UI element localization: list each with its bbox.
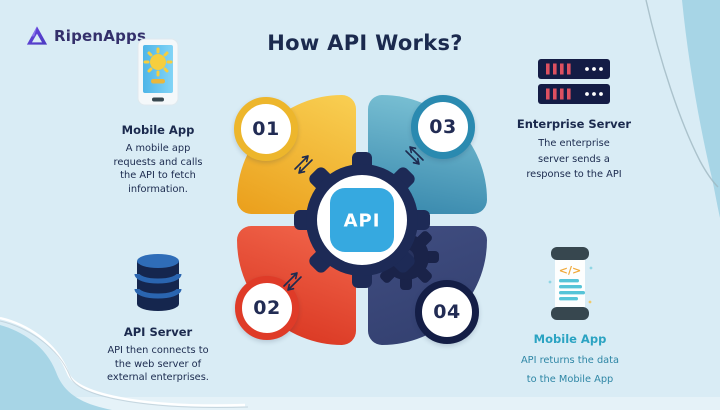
step-number-badge-01: 01	[234, 97, 298, 161]
step-title: Enterprise Server	[516, 117, 632, 131]
step-title: API Server	[123, 325, 193, 339]
wave-outline-top-right	[645, 0, 719, 188]
page-title: How API Works?	[267, 31, 463, 55]
step-description: A mobile app requests and calls the API …	[113, 143, 203, 195]
api-center-label: API	[344, 211, 381, 232]
step-description: The enterprise server sends a response t…	[526, 138, 622, 181]
wave-top-right	[682, 0, 720, 218]
step-number-badge-04: 04	[415, 280, 479, 344]
svg-text:</>: </>	[559, 264, 581, 277]
server-rack-icon	[538, 59, 610, 104]
bottom-strip	[0, 397, 720, 410]
step-number-badge-03: 03	[411, 95, 475, 159]
step-number: 04	[433, 301, 461, 323]
step-number: 03	[429, 116, 457, 138]
exchange-arrows-icon	[294, 155, 313, 174]
step-mobile-app-return-block: </> Mobile App API returns the data to t…	[505, 246, 635, 389]
step-number: 02	[253, 297, 281, 319]
exchange-arrows-icon	[405, 146, 424, 165]
wave-bottom-left	[0, 325, 112, 410]
step-title: Mobile App	[533, 332, 607, 346]
step-description: API then connects to the web server of e…	[107, 345, 209, 384]
step-number: 01	[252, 118, 280, 140]
database-icon	[134, 254, 182, 311]
brand-name: RipenApps	[54, 26, 147, 45]
exchange-arrows-icon	[283, 272, 302, 291]
smartphone-data-icon: </>	[548, 247, 593, 320]
wave-outline2-bottom-left	[0, 320, 249, 408]
smartphone-sun-icon	[137, 38, 179, 106]
step-title: Mobile App	[121, 123, 195, 137]
api-gear: API	[294, 152, 430, 288]
step-api-server-block: API Server API then connects to the web …	[94, 252, 222, 385]
step-description: API returns the data to the Mobile App	[520, 355, 620, 386]
step-enterprise-server-block: Enterprise Server The enterprise server …	[508, 58, 640, 183]
brand-logo: RipenApps	[26, 25, 146, 46]
step-mobile-app-block: Mobile App A mobile app requests and cal…	[94, 36, 222, 196]
ripenapps-logo-icon	[26, 26, 48, 45]
api-cycle-diagram: API 01 03 02 04	[234, 95, 487, 345]
